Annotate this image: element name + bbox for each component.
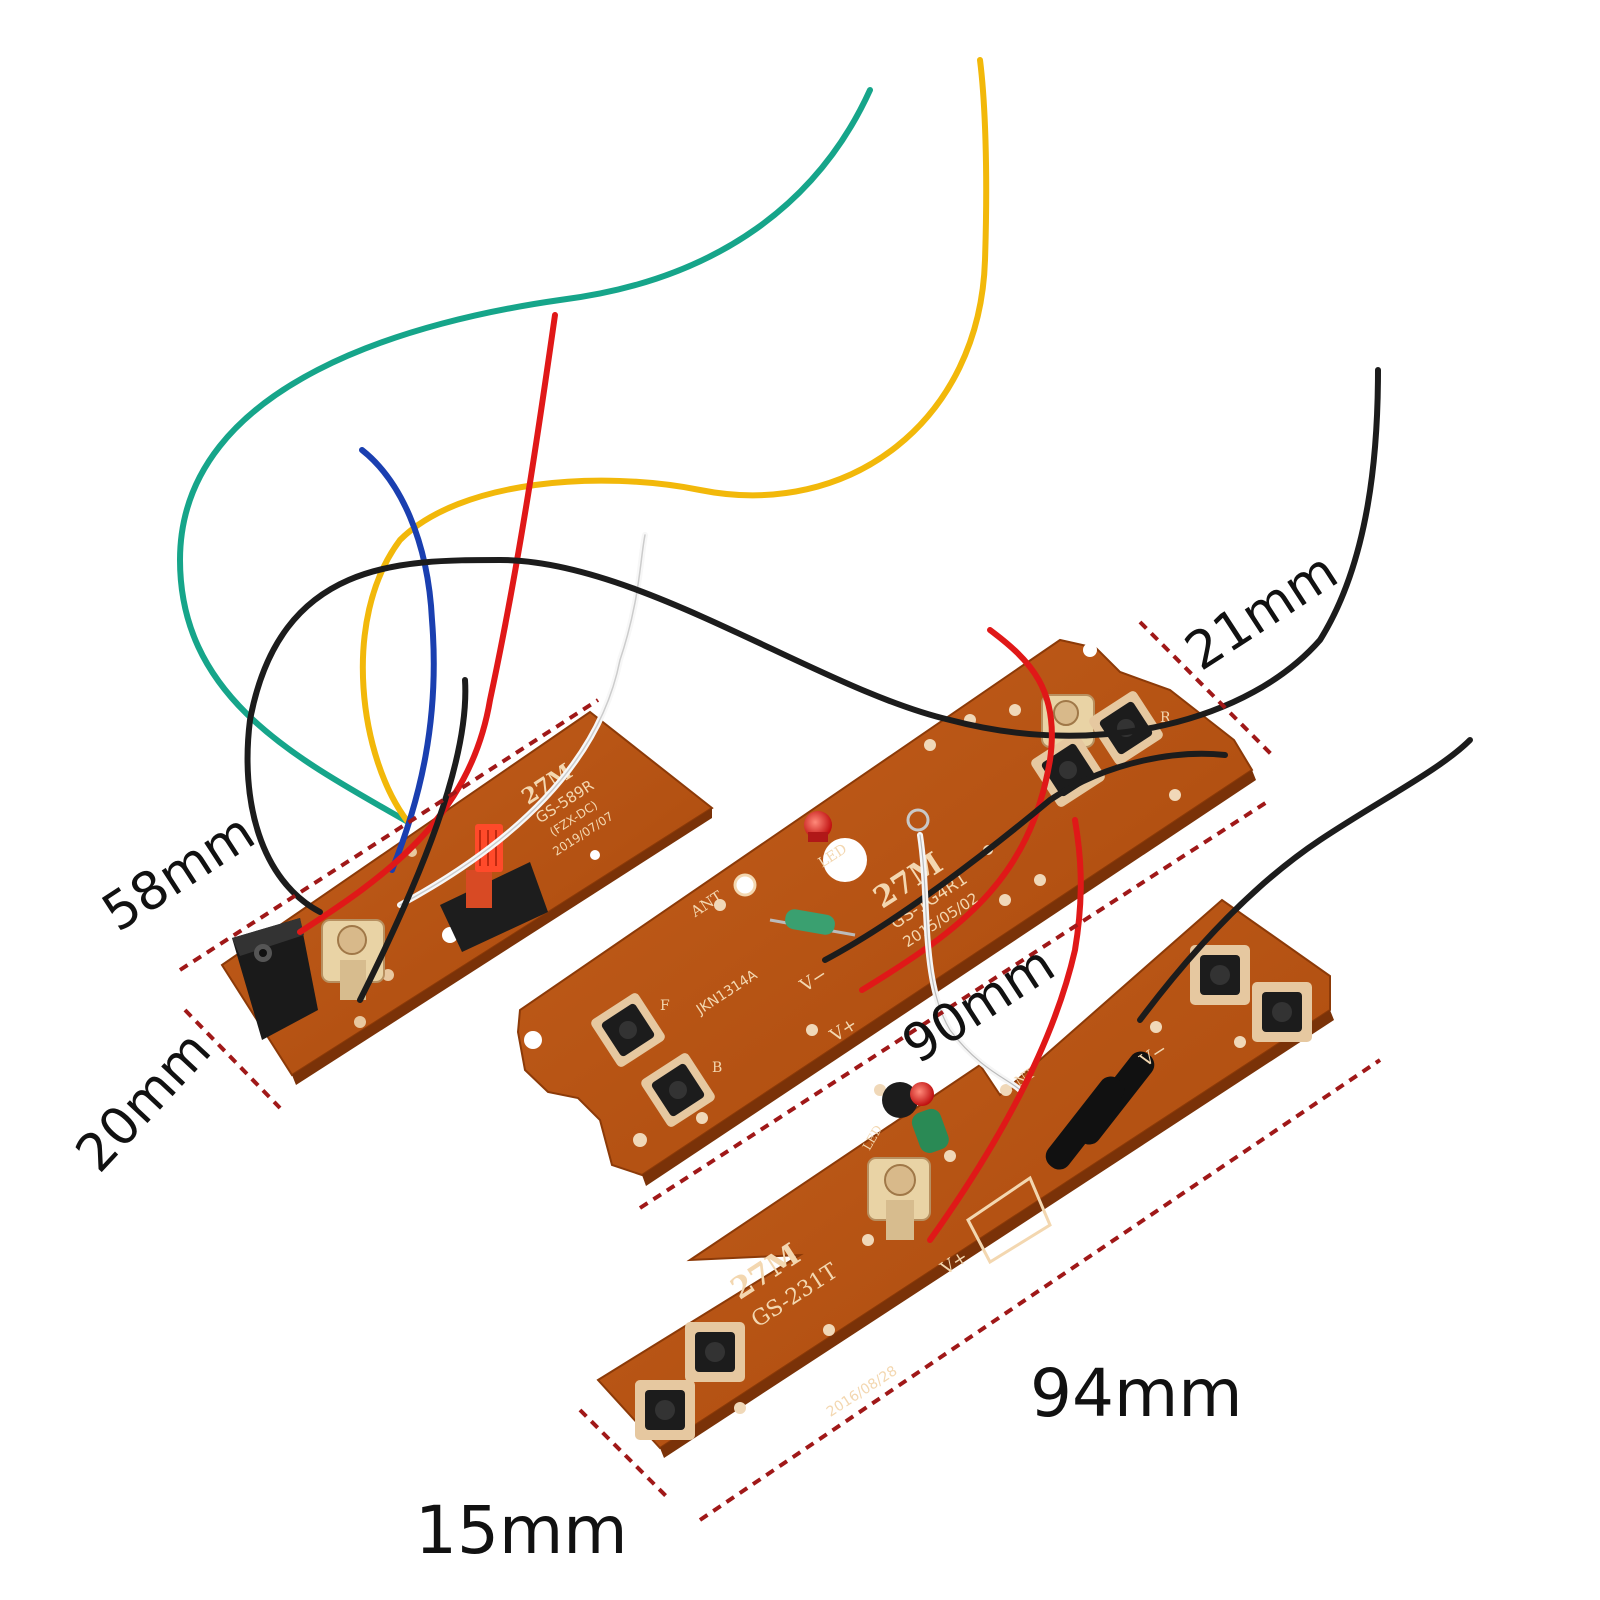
bottom-capacitors: [1045, 1051, 1155, 1170]
bottom-button-1: [635, 1380, 695, 1440]
middle-led: [804, 811, 832, 842]
bottom-coil: [867, 1157, 931, 1240]
wire-black-bottom: [1137, 737, 1473, 1023]
wire-red-middle: [859, 627, 1055, 993]
dim-line-94mm: [698, 1058, 1382, 1522]
bottom-button-2: [685, 1322, 745, 1382]
wire-black-short: [357, 677, 469, 1003]
wire-blue: [359, 447, 437, 873]
dim-label-15mm: 15mm: [415, 1492, 628, 1569]
dim-line-90mm: [638, 798, 1272, 1210]
middle-resistor: [769, 909, 856, 937]
middle-b-label: B: [712, 1060, 722, 1076]
middle-f-label: F: [660, 998, 670, 1014]
wire-red: [297, 312, 558, 935]
wire-black-long: [244, 367, 1381, 915]
middle-button-b: [641, 1053, 715, 1127]
bottom-led: [882, 1082, 934, 1118]
receiver-board: 27M GS-589R (FZX-DC) 2019/07/07: [220, 710, 714, 1085]
middle-board: 27M GS-1G4R1 2015/05/02 JKN1314A LED ANT…: [516, 638, 1256, 1186]
wire-yellow: [359, 57, 990, 825]
middle-button-r: [1089, 691, 1163, 765]
dimension-lines: [178, 620, 1382, 1522]
bottom-button-4: [1252, 982, 1312, 1042]
wire-green: [176, 87, 873, 825]
bottom-button-3: [1190, 945, 1250, 1005]
wire-red-bottom: [927, 817, 1084, 1243]
middle-button-f: [591, 993, 665, 1067]
dim-line-15mm: [578, 1408, 672, 1502]
bottom-board: 27M GS-231T 2016/08/28 LED ANT V+ V−: [596, 898, 1334, 1458]
wire-black-middle: [822, 750, 1228, 963]
middle-r-label: R: [1160, 710, 1171, 726]
dim-line-20mm: [183, 1008, 282, 1110]
dim-label-94mm: 94mm: [1030, 1355, 1243, 1432]
dc-jack-component: [232, 918, 318, 1040]
dim-line-58mm: [178, 698, 600, 972]
bottom-inductor: [911, 1108, 949, 1153]
